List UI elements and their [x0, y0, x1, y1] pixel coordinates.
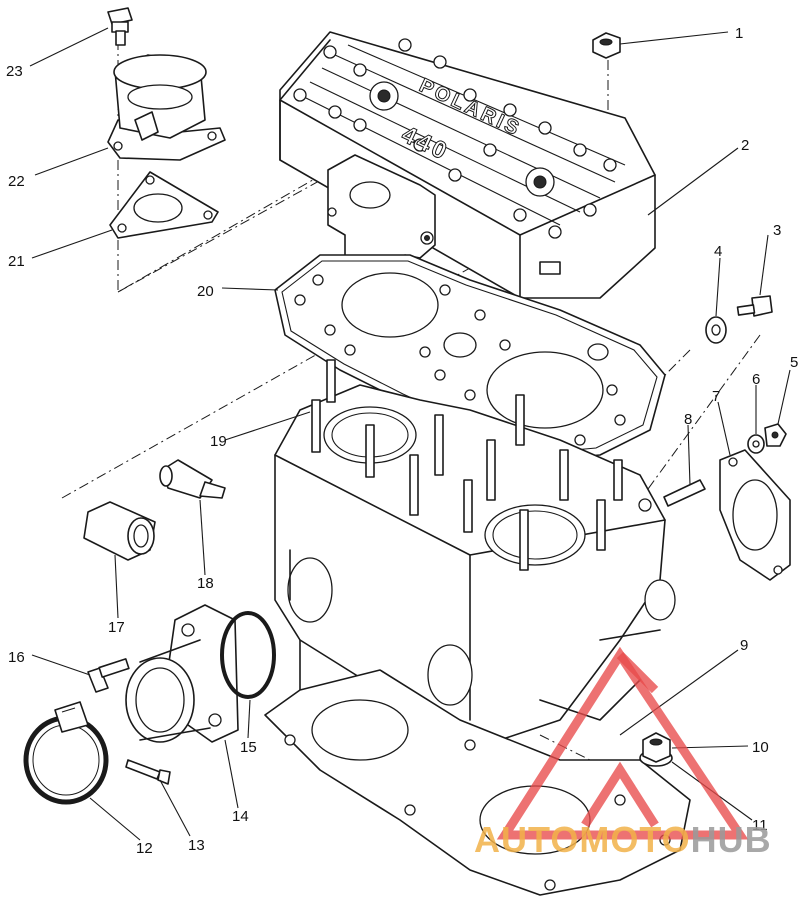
part-18-temperature-sensor [159, 459, 226, 499]
callout-11: 11 [752, 817, 768, 834]
callout-13: 13 [188, 837, 205, 854]
part-8-stud [663, 479, 706, 507]
callout-6: 6 [752, 371, 760, 388]
part-16-screw [87, 658, 130, 693]
part-10-flange-nut [639, 732, 673, 767]
watermark-text-part-a: AUTOMOTO [474, 819, 691, 860]
part-1-nut [592, 32, 621, 59]
part-22-coolant-housing [107, 54, 226, 161]
callout-labels: 1 2 3 4 5 6 7 8 9 10 11 12 13 14 15 16 1… [6, 25, 798, 857]
callout-20: 20 [197, 283, 214, 300]
part-2-cylinder-head-cover [279, 31, 656, 299]
callout-7: 7 [712, 388, 720, 405]
part-19-studs [311, 359, 623, 571]
part-4-washer [705, 316, 727, 344]
callout-9: 9 [740, 637, 748, 654]
callout-14: 14 [232, 808, 249, 825]
watermark-text-part-b: HUB [691, 819, 772, 860]
part-21-triangular-gasket [109, 171, 219, 239]
leader-lines [29, 27, 791, 841]
part-13-screw [125, 759, 171, 785]
callout-8: 8 [684, 411, 692, 428]
callout-1: 1 [735, 25, 743, 42]
callout-21: 21 [8, 253, 25, 270]
part-14-intake-adaptor [125, 604, 239, 743]
part-15-o-ring [220, 611, 276, 699]
part-7-exhaust-gasket [719, 449, 791, 581]
callout-4: 4 [714, 243, 722, 260]
part-5-nut [764, 423, 787, 447]
callout-10: 10 [752, 739, 769, 756]
callout-12: 12 [136, 840, 153, 857]
callout-3: 3 [773, 222, 781, 239]
callout-23: 23 [6, 63, 23, 80]
callout-15: 15 [240, 739, 257, 756]
watermark-text: AUTOMOTOHUB [474, 819, 772, 860]
callout-5: 5 [790, 354, 798, 371]
callout-16: 16 [8, 649, 25, 666]
callout-18: 18 [197, 575, 214, 592]
part-12-hose-clamp [23, 701, 109, 805]
part-6-washer [747, 434, 765, 454]
part-23-bleed-screw [107, 7, 133, 46]
callout-2: 2 [741, 137, 749, 154]
callout-17: 17 [108, 619, 125, 636]
callout-19: 19 [210, 433, 227, 450]
watermark-logo-icon [496, 646, 749, 840]
callout-22: 22 [8, 173, 25, 190]
part-3-bolt [736, 295, 773, 317]
part-17-sleeve [83, 501, 156, 561]
